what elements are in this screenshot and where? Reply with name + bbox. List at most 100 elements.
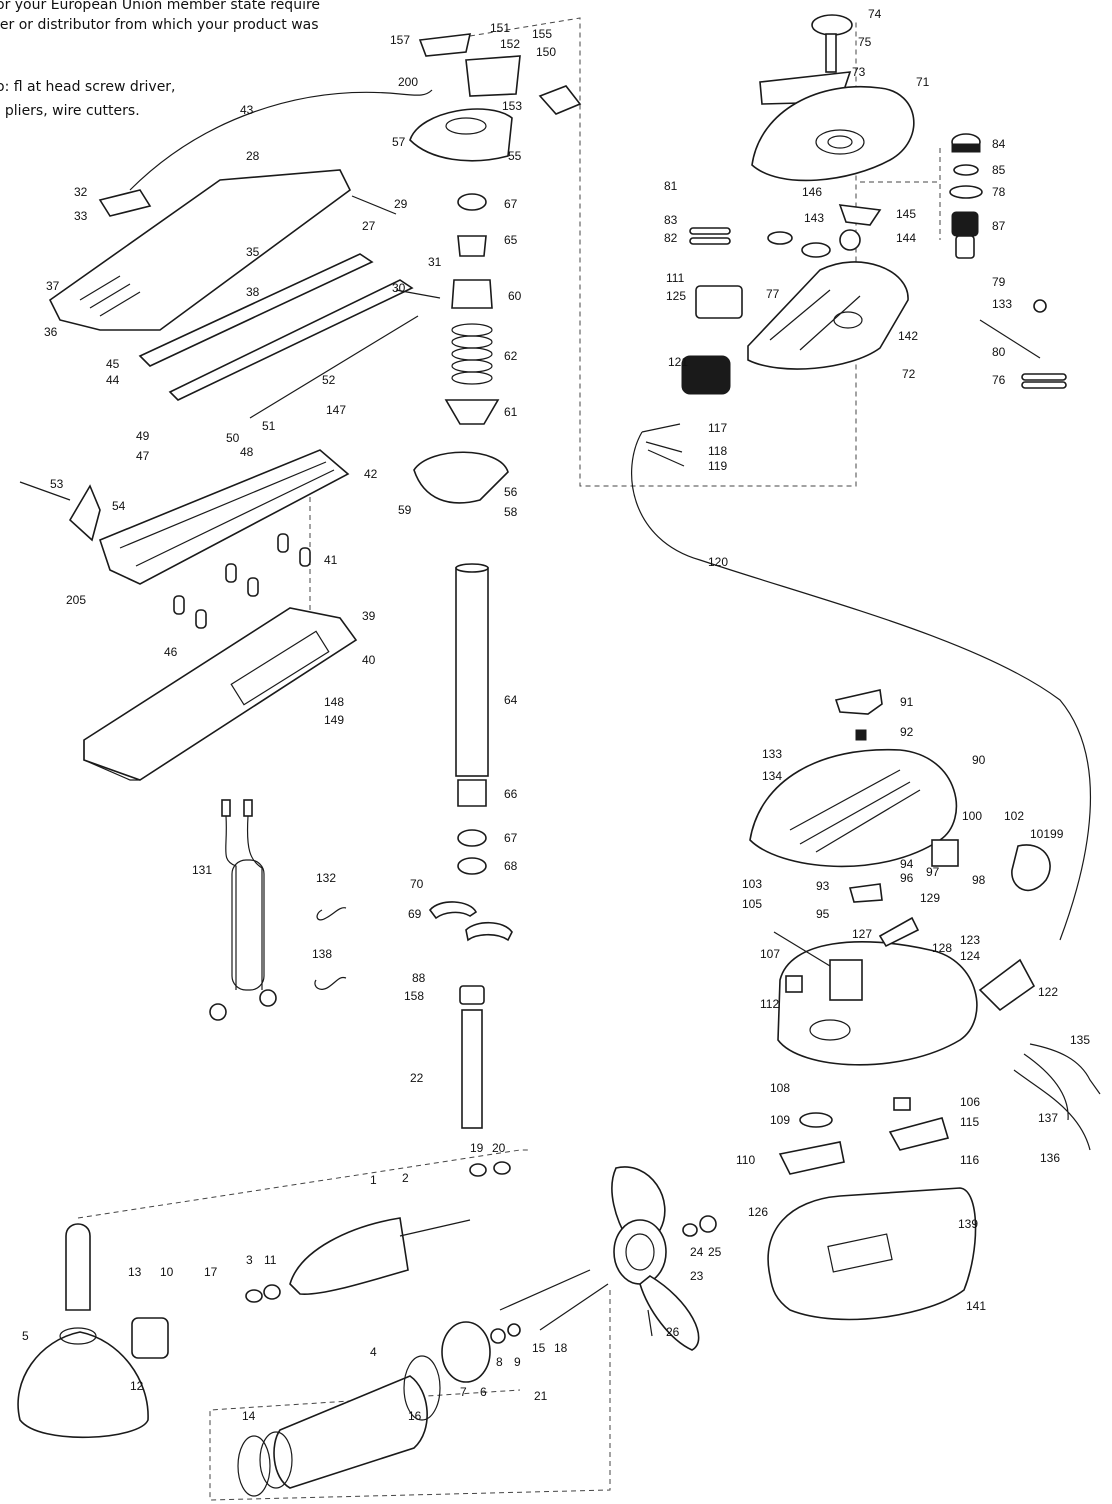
callout-205: 205 (66, 593, 86, 607)
callout-52: 52 (322, 373, 336, 387)
callout-51: 51 (262, 419, 276, 433)
callout-53: 53 (50, 477, 64, 491)
callout-118: 118 (708, 444, 727, 458)
callout-22: 22 (410, 1071, 424, 1085)
callout-79: 79 (992, 275, 1006, 289)
callout-75: 75 (858, 35, 872, 49)
callout-103: 103 (742, 877, 762, 891)
callout-43: 43 (240, 103, 254, 117)
callout-33: 33 (74, 209, 88, 223)
callout-13: 13 (128, 1265, 142, 1279)
callout-67: 67 (504, 197, 518, 211)
steer-cable (129, 89, 433, 191)
callout-105: 105 (742, 897, 762, 911)
callout-135: 135 (1070, 1033, 1090, 1047)
callout-32: 32 (74, 185, 88, 199)
intro-line-3: o: fl at head screw driver, (0, 79, 176, 95)
callout-9: 9 (514, 1355, 521, 1369)
intro-line-1: or your European Union member state requ… (0, 0, 321, 13)
callout-1: 1 (370, 1173, 377, 1187)
callout-40: 40 (362, 653, 376, 667)
callout-91: 91 (900, 695, 914, 709)
bottom-plate-group (83, 607, 358, 781)
gear-stack-boundary (860, 148, 941, 240)
callout-96: 96 (900, 871, 914, 885)
callout-25: 25 (708, 1245, 722, 1259)
callout-12: 12 (130, 1379, 144, 1393)
callout-66: 66 (504, 787, 518, 801)
callout-80: 80 (992, 345, 1006, 359)
callout-62: 62 (504, 349, 518, 363)
callout-151: 151 (490, 21, 510, 35)
callout-16: 16 (408, 1409, 422, 1423)
callout-56: 56 (504, 485, 518, 499)
callout-136: 136 (1040, 1151, 1060, 1165)
callout-6: 6 (480, 1385, 487, 1399)
lower-housing-group (681, 204, 1067, 395)
callout-134: 134 (762, 769, 782, 783)
callout-76: 76 (992, 373, 1006, 387)
callout-10: 10 (160, 1265, 174, 1279)
callout-8: 8 (496, 1355, 503, 1369)
callout-39: 39 (362, 609, 376, 623)
callout-112: 112 (760, 997, 779, 1011)
callout-46: 46 (164, 645, 178, 659)
callout-129: 129 (920, 891, 940, 905)
callout-83: 83 (664, 213, 678, 227)
callout-18: 18 (554, 1341, 568, 1355)
callout-94: 94 (900, 857, 914, 871)
callout-38: 38 (246, 285, 260, 299)
callout-31: 31 (428, 255, 442, 269)
callout-93: 93 (816, 879, 830, 893)
intro-line-2: ler or distributor from which your produ… (0, 17, 319, 33)
callout-26: 26 (666, 1325, 680, 1339)
callout-125: 125 (666, 289, 686, 303)
callout-121: 121 (668, 355, 688, 369)
callout-7: 7 (460, 1385, 467, 1399)
callout-21: 21 (534, 1389, 548, 1403)
callout-47: 47 (136, 449, 150, 463)
callout-24: 24 (690, 1245, 704, 1259)
wire-harness-group (1013, 1043, 1101, 1151)
callout-146: 146 (802, 185, 822, 199)
callout-139: 139 (958, 1217, 978, 1231)
callout-2: 2 (402, 1171, 409, 1185)
callout-45: 45 (106, 357, 120, 371)
mount-arm-group (48, 169, 441, 419)
propeller-group (611, 1166, 717, 1351)
callout-41: 41 (324, 553, 338, 567)
head-cover-group (751, 14, 915, 182)
gear-stack-group (949, 133, 983, 259)
callout-61: 61 (504, 405, 518, 419)
callout-149: 149 (324, 713, 344, 727)
callout-27: 27 (362, 219, 376, 233)
callout-14: 14 (242, 1409, 256, 1423)
callout-30: 30 (392, 281, 406, 295)
callout-65: 65 (504, 233, 518, 247)
callout-133: 133 (992, 297, 1012, 311)
callout-158: 158 (404, 989, 424, 1003)
callout-98: 98 (972, 873, 986, 887)
callout-67: 67 (504, 831, 518, 845)
callout-132: 132 (316, 871, 336, 885)
callout-127: 127 (852, 927, 872, 941)
callout-84: 84 (992, 137, 1006, 151)
callout-60: 60 (508, 289, 522, 303)
callout-200: 200 (398, 75, 418, 89)
callout-54: 54 (112, 499, 126, 513)
mount-base-group (19, 449, 350, 629)
callout-29: 29 (394, 197, 408, 211)
callout-20: 20 (492, 1141, 506, 1155)
callout-55: 55 (508, 149, 522, 163)
callout-19: 19 (470, 1141, 484, 1155)
callout-49: 49 (136, 429, 150, 443)
callout-85: 85 (992, 163, 1006, 177)
callout-95: 95 (816, 907, 830, 921)
callout-148: 148 (324, 695, 344, 709)
callout-111: 111 (666, 271, 685, 285)
callout-42: 42 (364, 467, 378, 481)
callout-109: 109 (770, 1113, 790, 1127)
